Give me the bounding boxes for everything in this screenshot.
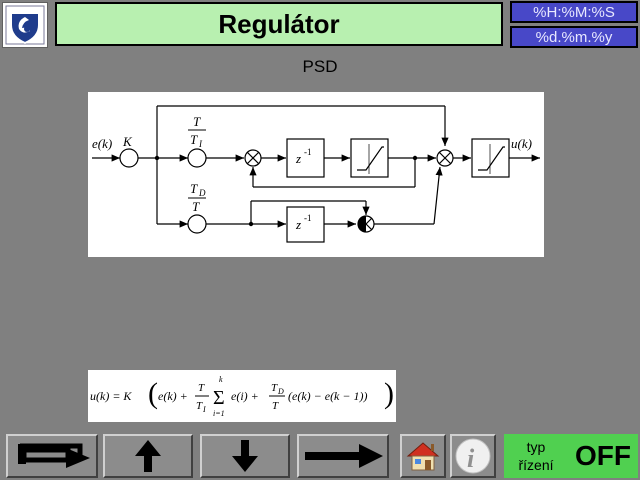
delay-label-derivative: z	[295, 217, 301, 232]
arrow-up-icon	[135, 440, 161, 472]
formula-frac2-num-sub: D	[277, 387, 284, 396]
psd-block-diagram: e(k) u(k) K T T I T D T z -1 z -1	[88, 92, 544, 257]
return-arrow-icon	[18, 443, 90, 468]
logo	[2, 2, 48, 48]
integral-numerator: T	[193, 114, 201, 129]
input-signal-label: e(k)	[92, 136, 112, 151]
derivative-denominator: T	[192, 199, 200, 214]
home-button[interactable]	[400, 434, 446, 478]
time-display: %H:%M:%S	[510, 1, 638, 23]
date-display: %d.%m.%y	[510, 26, 638, 48]
next-button[interactable]	[297, 434, 389, 478]
formula-sum-lower: i=1	[213, 409, 225, 418]
psd-formula: u(k) = K ( e(k) + T T I k Σ i=1 e(i) + T…	[88, 370, 396, 422]
arrow-down-icon	[232, 440, 258, 472]
return-button[interactable]	[6, 434, 98, 478]
formula-term1: e(k) +	[158, 389, 188, 403]
formula-lhs: u(k) = K	[90, 389, 132, 403]
svg-text:i: i	[467, 444, 475, 473]
home-icon	[406, 442, 440, 471]
derivative-numerator: T	[190, 181, 198, 196]
up-button[interactable]	[103, 434, 193, 478]
integral-denominator: T	[190, 132, 198, 147]
info-button[interactable]: i	[450, 434, 496, 478]
control-type-label: typ řízení	[504, 434, 568, 478]
formula-sum-sign: Σ	[213, 387, 225, 409]
delay-exp-integral: -1	[304, 147, 312, 157]
formula-sum-upper: k	[219, 375, 223, 384]
arrow-right-icon	[305, 444, 383, 468]
formula-term3: (e(k) − e(k − 1))	[288, 389, 367, 403]
formula-frac1-num: T	[198, 382, 205, 394]
delay-label-integral: z	[295, 151, 301, 166]
logo-icon	[5, 5, 45, 45]
output-signal-label: u(k)	[511, 136, 532, 151]
formula-frac1-den: T	[196, 400, 203, 412]
controller-type-label: PSD	[302, 57, 338, 76]
control-type-toggle[interactable]: OFF	[568, 434, 638, 478]
delay-exp-derivative: -1	[304, 213, 312, 223]
derivative-numerator-sub: D	[198, 188, 206, 198]
formula-term2: e(i) +	[231, 389, 259, 403]
formula-open-paren: (	[148, 377, 158, 410]
info-icon: i	[455, 438, 491, 474]
down-button[interactable]	[200, 434, 290, 478]
control-type-label-line1: typ	[526, 439, 546, 455]
formula-frac2-num: T	[271, 382, 278, 394]
formula-close-paren: )	[384, 377, 394, 410]
page-title: Regulátor	[55, 2, 503, 46]
integral-denominator-sub: I	[198, 139, 203, 149]
formula-frac2-den: T	[272, 400, 279, 412]
gain-label: K	[122, 134, 133, 149]
formula-frac1-den-sub: I	[202, 405, 206, 414]
control-type-label-line2: řízení	[518, 457, 554, 473]
